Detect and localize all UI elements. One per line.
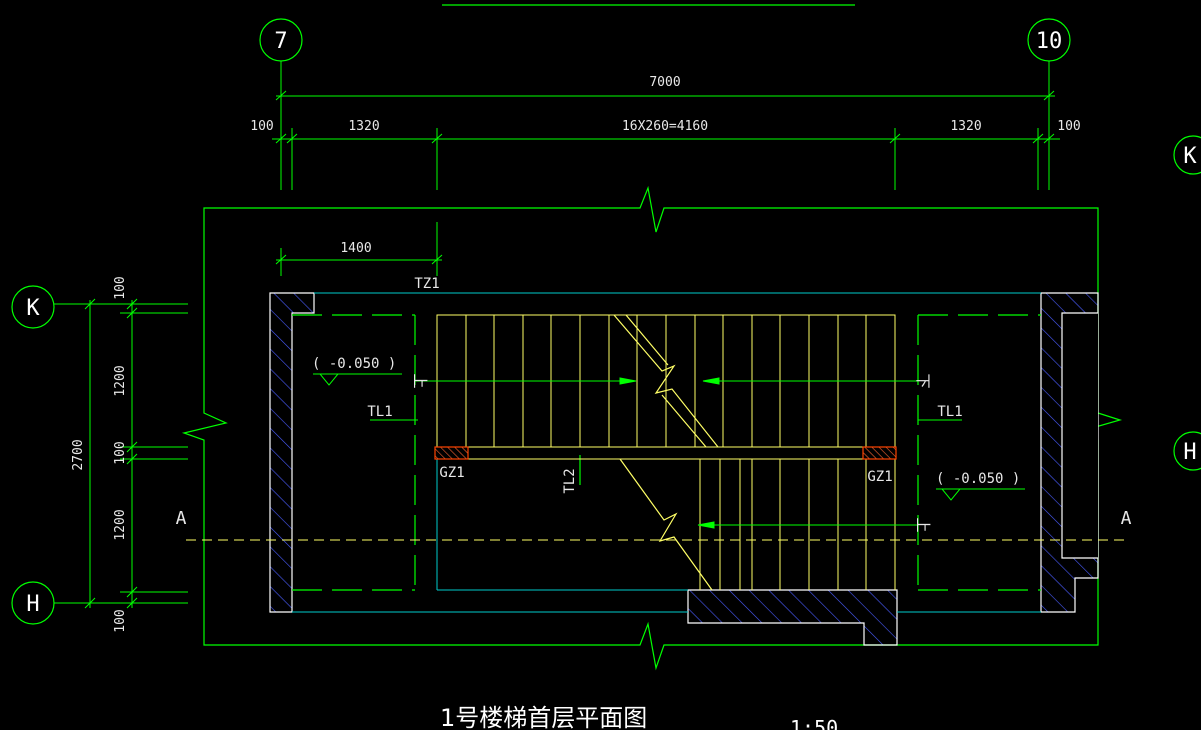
dim-v-100-mid: 100 — [113, 441, 128, 464]
upper-flight — [436, 314, 896, 460]
top-dimensions — [272, 90, 1060, 190]
right-wall — [1040, 292, 1099, 613]
label-up-bottom: 上 — [914, 517, 932, 532]
axis-7-label: 7 — [274, 29, 287, 54]
elevation-mark-left: ( -0.050 ) — [312, 356, 402, 386]
section-a-right: A — [1121, 508, 1132, 529]
outer-boundary — [181, 185, 1123, 671]
axis-10-marker: 10 — [1027, 18, 1071, 190]
axis-h-left-marker: H — [11, 581, 188, 625]
axis-10-label: 10 — [1036, 29, 1063, 54]
section-a-left: A — [176, 508, 187, 529]
column-gz1-right — [862, 446, 897, 460]
beam-dashed-lines — [292, 314, 1041, 591]
label-gz1-right: GZ1 — [867, 469, 892, 485]
label-gz1-left: GZ1 — [439, 465, 464, 481]
axis-h-left-label: H — [26, 592, 39, 617]
landing-dimension — [275, 222, 443, 276]
label-down-top: 下 — [914, 373, 932, 388]
drawing-title: 1号楼梯首层平面图 — [440, 704, 647, 730]
label-tl1-left: TL1 — [367, 404, 392, 420]
axis-k-left-label: K — [26, 296, 40, 321]
dim-100-right: 100 — [1057, 119, 1080, 134]
elevation-right-text: ( -0.050 ) — [936, 471, 1020, 487]
axis-h-right-marker: H — [1173, 431, 1201, 471]
elevation-mark-right: ( -0.050 ) — [936, 471, 1025, 501]
label-tl2: TL2 — [562, 468, 578, 493]
dim-1320-left: 1320 — [348, 119, 379, 134]
upper-cut-line — [613, 314, 719, 448]
label-tl1-right: TL1 — [937, 404, 962, 420]
dim-1320-right: 1320 — [950, 119, 981, 134]
drawing-scale: 1:50 — [790, 716, 838, 730]
axis-k-right-label: K — [1183, 144, 1197, 169]
lower-cut-line — [619, 458, 713, 591]
left-dimensions — [84, 298, 188, 609]
left-wall — [269, 292, 315, 613]
axis-h-right-label: H — [1183, 440, 1196, 465]
axis-k-right-marker: K — [1173, 135, 1201, 175]
axis-7-marker: 7 — [259, 18, 303, 190]
dim-100-left: 100 — [250, 119, 273, 134]
label-tz1: TZ1 — [414, 276, 439, 292]
dim-v-100-bottom: 100 — [113, 609, 128, 632]
dim-v-100-top: 100 — [113, 276, 128, 299]
dim-v-1200-bottom: 1200 — [113, 509, 128, 540]
direction-arrows — [415, 377, 918, 529]
dim-v-total: 2700 — [71, 439, 86, 470]
dim-overall: 7000 — [649, 75, 680, 90]
dim-landing: 1400 — [340, 241, 371, 256]
elevation-left-text: ( -0.050 ) — [312, 356, 396, 372]
dim-steps: 16X260=4160 — [622, 119, 708, 134]
dim-v-1200-top: 1200 — [113, 365, 128, 396]
label-up-top: 上 — [411, 373, 429, 388]
column-gz1-left — [434, 446, 469, 460]
axis-k-left-marker: K — [11, 285, 188, 329]
bottom-wall — [687, 589, 898, 646]
